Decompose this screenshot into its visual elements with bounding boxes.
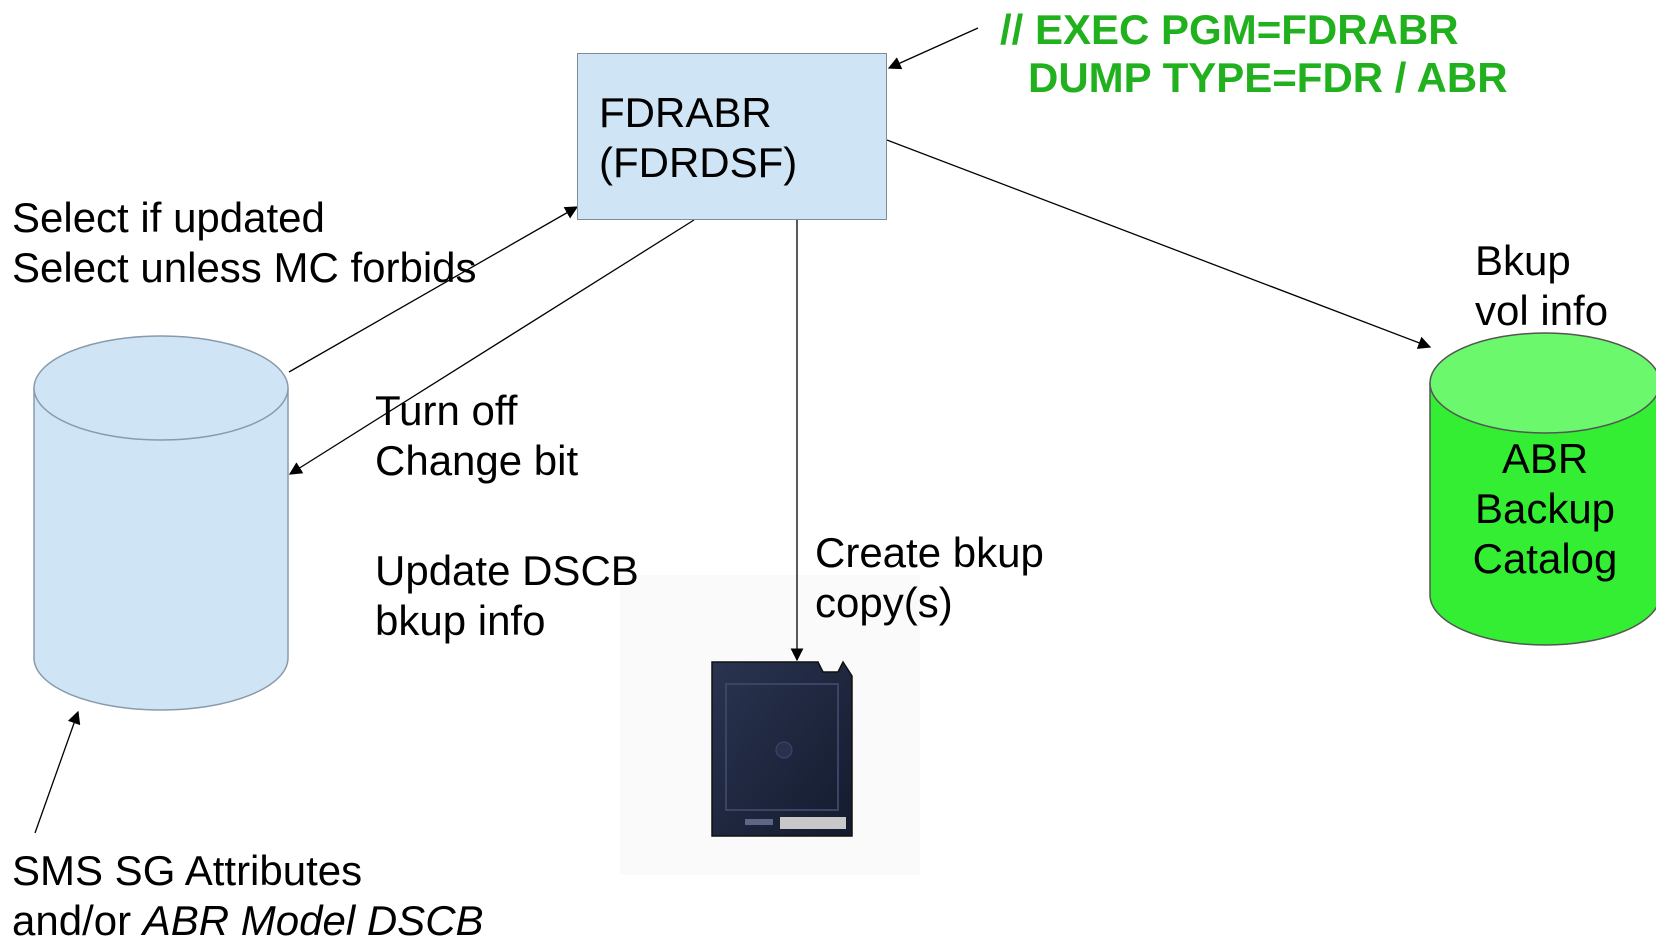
sms-line2: and/or ABR Model DSCB: [12, 896, 484, 946]
select-criteria-label: Select if updated Select unless MC forbi…: [12, 193, 477, 293]
jcl-line2: DUMP TYPE=FDR / ABR: [1028, 54, 1508, 101]
create-bkup-label: Create bkup copy(s): [815, 528, 1044, 628]
arrow-fdrabr-to-disk: [288, 219, 695, 475]
bkup-line2: vol info: [1475, 287, 1609, 334]
select-line1: Select if updated: [12, 194, 325, 241]
bkup-vol-info-label: Bkup vol info: [1475, 236, 1608, 336]
turn-off-label: Turn off Change bit: [375, 386, 578, 486]
fdrabr-process-box: FDRABR (FDRDSF): [577, 53, 887, 220]
create-line1: Create bkup: [815, 529, 1044, 576]
abr-catalog-cylinder: [1429, 332, 1656, 646]
catalog-line1: ABR: [1501, 435, 1589, 482]
catalog-label: ABR Backup Catalog: [1445, 434, 1645, 584]
update-line2: bkup info: [375, 597, 546, 644]
jcl-line1: // EXEC PGM=FDRABR: [1000, 6, 1459, 53]
sms-attributes-label: SMS SG Attributes and/or ABR Model DSCB: [12, 846, 484, 946]
bkup-line1: Bkup: [1475, 237, 1571, 284]
turnoff-line1: Turn off: [375, 387, 518, 434]
arrow-jcl-to-fdrabr: [887, 27, 979, 70]
sms-line2-prefix: and/or: [12, 897, 143, 944]
arrow-fdrabr-to-catalog: [886, 139, 1432, 349]
select-line2: Select unless MC forbids: [12, 244, 477, 291]
catalog-line2: Backup: [1474, 485, 1616, 532]
arrow-sms-to-disk: [34, 710, 81, 834]
arrow-disk-to-fdrabr: [288, 206, 579, 373]
process-line1: FDRABR: [599, 89, 772, 136]
update-line1: Update DSCB: [375, 547, 639, 594]
catalog-line3: Catalog: [1472, 535, 1618, 582]
tape-cartridge-icon: [620, 575, 920, 875]
update-dscb-label: Update DSCB bkup info: [375, 546, 639, 646]
create-line2: copy(s): [815, 579, 953, 626]
turnoff-line2: Change bit: [375, 437, 579, 484]
sms-line1: SMS SG Attributes: [12, 847, 363, 894]
disk-volume-cylinder: [33, 335, 289, 711]
jcl-statement: // EXEC PGM=FDRABR DUMP TYPE=FDR / ABR: [1000, 6, 1508, 102]
process-box-label: FDRABR (FDRDSF): [599, 88, 797, 188]
sms-line2-italic: ABR Model DSCB: [142, 897, 484, 944]
process-line2: (FDRDSF): [599, 139, 798, 186]
